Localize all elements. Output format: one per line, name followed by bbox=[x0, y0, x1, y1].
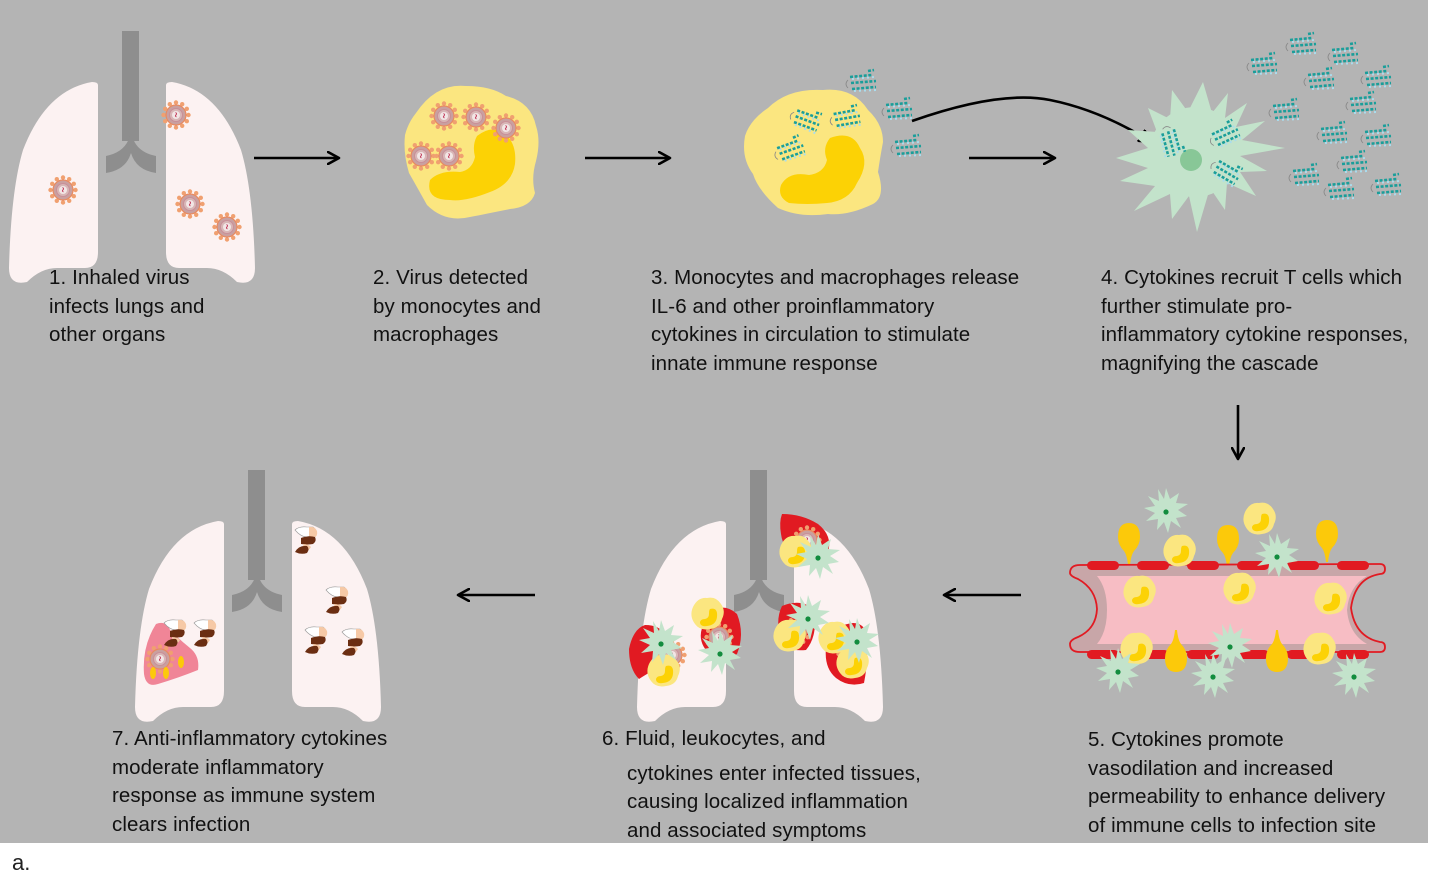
step-3-line: cytokines in circulation to stimulate bbox=[651, 323, 971, 346]
step-7-line: clears infection bbox=[112, 812, 251, 836]
step-7-line: moderate inflammatory bbox=[112, 755, 324, 779]
step-6-line: and associated symptoms bbox=[627, 818, 867, 842]
step-1-line: other organs bbox=[49, 323, 166, 346]
step-3-line: innate immune response bbox=[651, 351, 878, 375]
lungs-with-virus-icon bbox=[9, 31, 255, 283]
step-3-caption: 3. Monocytes and macrophages release IL-… bbox=[651, 264, 1019, 378]
recovering-lungs-icon bbox=[135, 470, 381, 722]
step-6-line: cytokines enter infected tissues, bbox=[627, 761, 921, 785]
step-5-line: permeability to enhance delivery bbox=[1088, 785, 1386, 808]
step-4-caption: 4. Cytokines recruit T cells which furth… bbox=[1101, 264, 1408, 378]
step-2-line: by monocytes and bbox=[373, 294, 541, 318]
step-3-line: 3. Monocytes and macrophages release bbox=[651, 266, 1020, 289]
step-1-line: infects lungs and bbox=[49, 294, 205, 318]
step-5-caption: 5. Cytokines promote vasodilation and in… bbox=[1088, 726, 1385, 840]
step-5-line: vasodilation and increased bbox=[1088, 756, 1334, 780]
step-1-caption: 1. Inhaled virus infects lungs and other… bbox=[49, 264, 205, 350]
figure-label: a. bbox=[12, 850, 31, 875]
step-5-line: 5. Cytokines promote bbox=[1088, 728, 1284, 751]
step-6-line: 6. Fluid, leukocytes, and bbox=[602, 727, 826, 750]
step-7-line: response as immune system bbox=[112, 784, 376, 807]
step-5-line: of immune cells to infection site bbox=[1088, 813, 1377, 837]
step-6-caption: 6. Fluid, leukocytes, and cytokines ente… bbox=[602, 725, 921, 845]
curved-arrow-to-t-cell bbox=[911, 96, 1150, 141]
step-6-line: causing localized inflammation bbox=[627, 790, 909, 813]
step-3-line: IL-6 and other proinflammatory bbox=[651, 294, 935, 318]
step-2-line: 2. Virus detected bbox=[373, 266, 529, 289]
step-2-line: macrophages bbox=[373, 323, 499, 346]
blood-vessel-icon bbox=[1069, 488, 1386, 698]
step-4-line: further stimulate pro- bbox=[1101, 294, 1293, 318]
step-2-caption: 2. Virus detected by monocytes and macro… bbox=[373, 264, 541, 350]
step-7-line: 7. Anti-inflammatory cytokines bbox=[112, 727, 388, 750]
t-cell-with-cytokines-icon bbox=[1116, 31, 1403, 232]
inflamed-lungs-icon bbox=[629, 470, 883, 722]
macrophage-with-virus-icon bbox=[404, 85, 539, 219]
step-1-line: 1. Inhaled virus bbox=[49, 266, 190, 289]
macrophage-releasing-cytokines-icon bbox=[744, 68, 1150, 216]
step-4-line: magnifying the cascade bbox=[1101, 351, 1319, 375]
step-7-caption: 7. Anti-inflammatory cytokines moderate … bbox=[112, 725, 387, 839]
step-4-line: 4. Cytokines recruit T cells which bbox=[1101, 266, 1403, 289]
step-4-line: inflammatory cytokine responses, bbox=[1101, 323, 1409, 346]
